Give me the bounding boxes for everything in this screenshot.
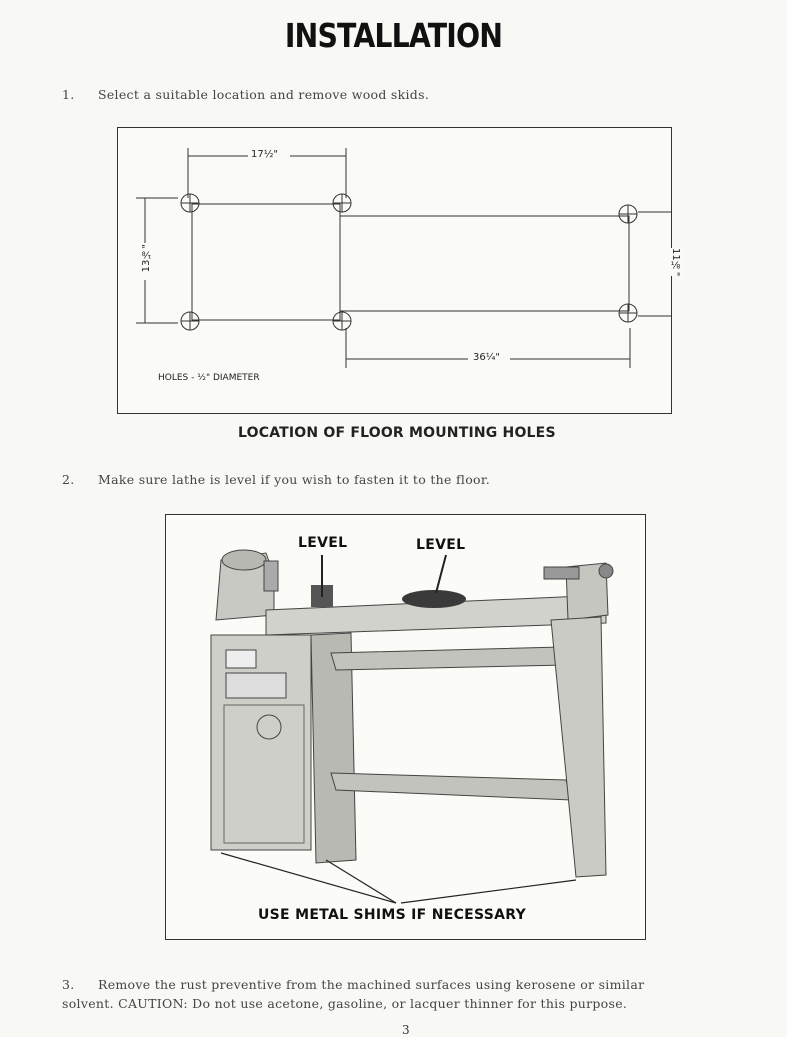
figure1-caption: LOCATION OF FLOOR MOUNTING HOLES [238,425,556,441]
lathe-drawing [210,549,614,904]
dim-bottom-label: 36¼" [470,352,504,363]
page-title: INSTALLATION [284,16,503,55]
lathe-photo-figure: LEVEL LEVEL USE METAL SHIMS IF NECESSARY [165,514,646,940]
step-1: 1. Select a suitable location and remove … [62,87,429,102]
step-3: 3. Remove the rust preventive from the ma… [62,975,644,1013]
mounting-holes [180,193,638,331]
dim-right-label: 11⅛" [667,248,684,277]
shims-caption: USE METAL SHIMS IF NECESSARY [258,907,527,923]
page-number: 3 [402,1023,410,1037]
cabinet-outline [191,203,341,321]
step-2: 2. Make sure lathe is level if you wish t… [62,472,490,487]
step-number: 2. [62,472,75,487]
step-text: Make sure lathe is level if you wish to … [98,472,491,487]
step-number: 1. [62,87,75,102]
step-number: 3. [62,977,75,992]
holes-label: HOLES - ½" DIAMETER [158,373,260,383]
step-text-line1: Remove the rust preventive from the mach… [98,977,645,992]
step-text: Select a suitable location and remove wo… [98,87,430,102]
diagram-lines [136,148,671,368]
step-text-line2: solvent. CAUTION: Do not use acetone, ga… [62,996,628,1011]
level-label-1: LEVEL [298,535,348,551]
lathe-illustration [210,549,614,904]
dim-left-label: 13⅛" [138,244,155,273]
dim-top-label: 17½" [248,149,282,160]
floor-holes-diagram: 17½" 36¼" 13⅛" 11⅛" HOLES - ½" DIAMETER [117,127,684,414]
level-label-2: LEVEL [416,537,466,553]
bed-outline [339,215,630,312]
